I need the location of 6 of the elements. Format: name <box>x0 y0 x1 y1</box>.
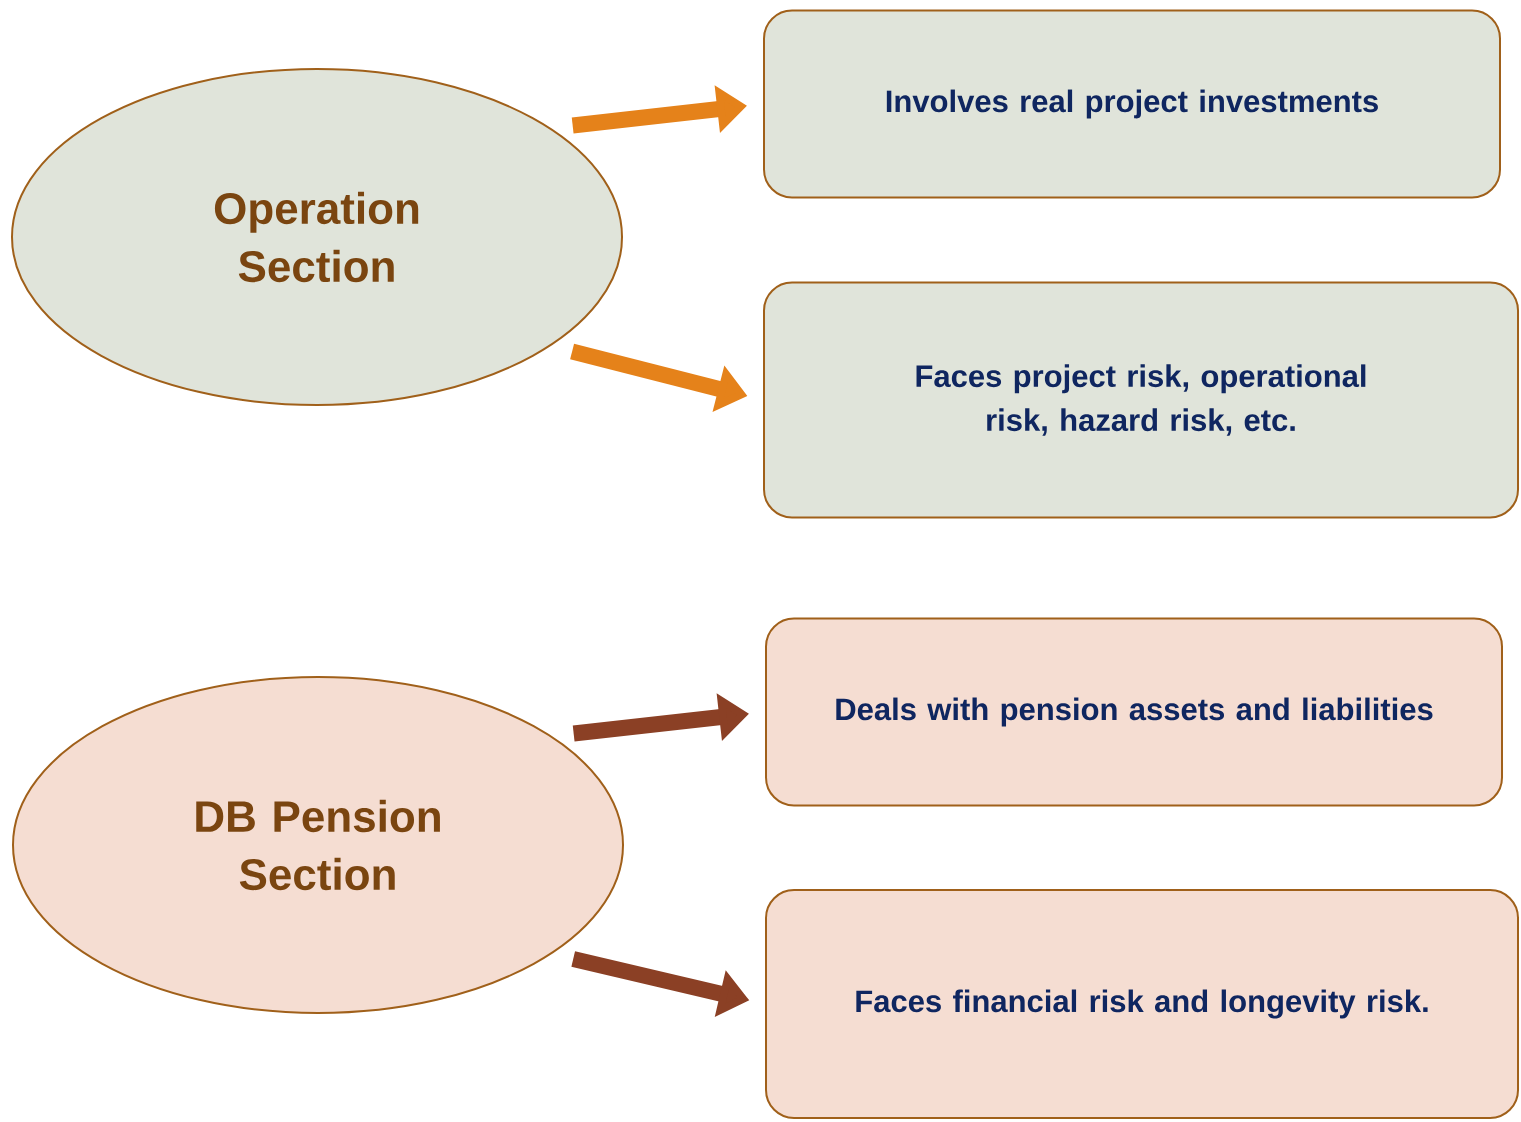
oval: Operation Section <box>11 68 623 406</box>
rounded-box: Faces financial risk and longevity risk. <box>765 889 1519 1119</box>
rounded-box: Deals with pension assets and liabilities <box>765 617 1503 807</box>
oval: DB Pension Section <box>12 676 624 1014</box>
rounded-box: Involves real project investments <box>763 9 1501 199</box>
rounded-box: Faces project risk, operational risk, hazard risk, etc. <box>763 281 1519 519</box>
